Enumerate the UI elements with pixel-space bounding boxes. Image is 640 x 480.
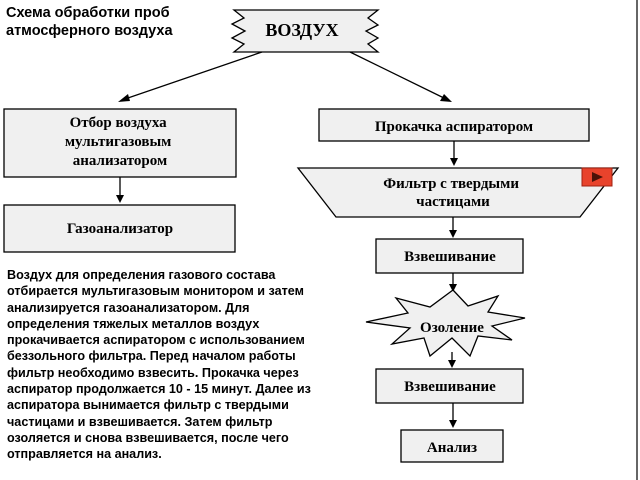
arrow-air-sampling xyxy=(121,51,263,101)
node-sampling-label: Отбор воздуха мультигазовым анализатором xyxy=(65,115,175,169)
description-line: анализируется газоанализатором. Для xyxy=(7,300,250,315)
description-line: озоляется и снова взвешивается, после че… xyxy=(7,430,289,445)
arrowhead xyxy=(450,158,458,166)
node-weighing-2-box xyxy=(375,368,524,404)
node-air-label: ВОЗДУХ xyxy=(265,20,338,40)
description-line: отправляется на анализ. xyxy=(7,447,162,462)
node-filter-shape xyxy=(296,167,620,218)
description-line: отбирается мультигазовым монитором и зат… xyxy=(7,284,304,299)
node-air-shape xyxy=(230,9,380,53)
arrowhead xyxy=(118,94,130,102)
node-filter-label: Фильтр с твердыми частицами xyxy=(383,176,523,210)
node-pumping-box xyxy=(318,108,590,142)
node-ashing-shape xyxy=(365,289,526,358)
arrowhead xyxy=(448,360,456,368)
play-icon[interactable] xyxy=(592,172,603,182)
arrowhead xyxy=(116,195,124,203)
node-analysis-box xyxy=(400,429,504,463)
node-sampling-box xyxy=(3,108,237,178)
description-line: определения тяжелых металлов воздух xyxy=(7,316,260,331)
description-text: Воздух для определения газового состава … xyxy=(7,267,359,463)
title-line: Схема обработки проб xyxy=(6,5,170,21)
node-weighing-1-label: Взвешивание xyxy=(404,249,496,265)
description-line: частицами и взвешивается. Затем фильтр xyxy=(7,414,273,429)
node-gas-analyzer-box xyxy=(3,204,236,253)
node-weighing-1-box xyxy=(375,238,524,274)
arrowhead xyxy=(449,230,457,238)
node-ashing-label: Озоление xyxy=(420,320,484,336)
description-line: аспиратор продолжается 10 - 15 минут. Да… xyxy=(7,382,311,397)
arrowhead xyxy=(449,420,457,428)
play-button[interactable] xyxy=(581,167,613,187)
description-line: аспиратора вынимается фильтр с твердыми xyxy=(7,398,289,413)
page-title: Схема обработки проб атмосферного воздух… xyxy=(6,4,173,40)
node-gas-analyzer-label: Газоанализатор xyxy=(67,221,173,237)
node-weighing-2-label: Взвешивание xyxy=(404,379,496,395)
arrow-air-pumping xyxy=(349,51,449,101)
node-pumping-label: Прокачка аспиратором xyxy=(375,119,533,135)
arrowhead xyxy=(449,284,457,292)
description-line: фильтр необходимо взвесить. Прокачка чер… xyxy=(7,365,299,380)
description-line: прокачивается аспиратором с использовани… xyxy=(7,333,305,348)
arrowhead xyxy=(440,94,452,102)
title-line: атмосферного воздуха xyxy=(6,23,173,39)
description-line: Воздух для определения газового состава xyxy=(7,268,276,282)
node-analysis-label: Анализ xyxy=(427,440,477,456)
description-line: беззольного фильтра. Перед началом работ… xyxy=(7,349,296,364)
